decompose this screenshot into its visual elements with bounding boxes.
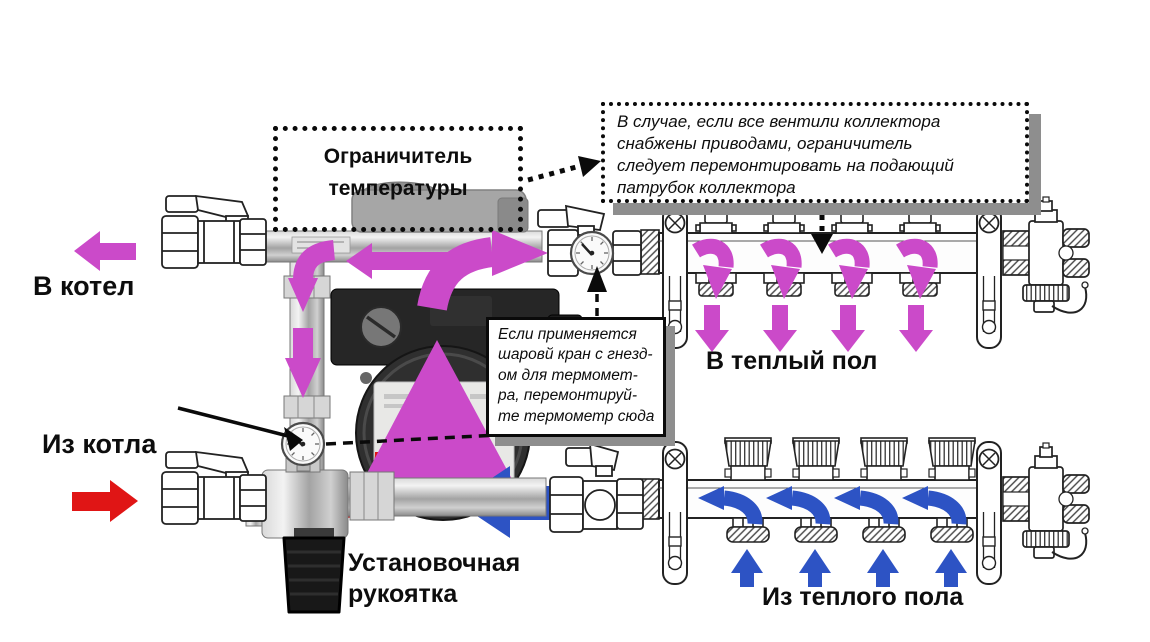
flow-meter-valve bbox=[763, 205, 805, 234]
note-line: шаровй кран с гнезд- bbox=[498, 346, 653, 364]
limiter-line: Ограничитель bbox=[323, 145, 473, 168]
pointer-arrow-thermometer bbox=[177, 406, 289, 438]
drain-vent-valve bbox=[1002, 196, 1090, 314]
return-inlet-ball-valve bbox=[549, 442, 644, 533]
label-from-warm-floor: Из теплого пола bbox=[762, 583, 964, 611]
label-to-boiler: В котел bbox=[33, 271, 135, 301]
note-line: ра, перемонтируй- bbox=[498, 387, 638, 405]
flow-meter-valve bbox=[695, 205, 737, 234]
callout-connectors bbox=[177, 156, 833, 451]
label-from-boiler: Из котла bbox=[42, 429, 157, 459]
label-setting-handle: Установочная рукоятка bbox=[348, 549, 521, 609]
mixing-valve-body bbox=[261, 469, 349, 539]
collector-note-callout: В случае, если все вентили коллектора сн… bbox=[601, 102, 1029, 203]
ball-valve-to-boiler bbox=[161, 195, 267, 269]
note-line: ом для термомет- bbox=[498, 366, 638, 384]
supply-flow-arrows bbox=[285, 230, 548, 398]
temperature-limiter-callout: Ограничитель температуры bbox=[273, 126, 523, 232]
dashed-connector-thermometer-note bbox=[325, 433, 499, 446]
thermometer-note-callout: Если применяется шаровй кран с гнезд- ом… bbox=[486, 317, 666, 438]
limiter-line: температуры bbox=[328, 176, 468, 200]
ball-valve-from-boiler bbox=[161, 451, 267, 525]
union-nut bbox=[349, 471, 395, 521]
thermometer bbox=[569, 230, 615, 276]
note-line: патрубок коллектора bbox=[617, 178, 796, 198]
mixed-flow-up-arrow bbox=[356, 340, 520, 494]
note-line: Если применяется bbox=[498, 326, 637, 343]
mounting-bracket bbox=[662, 441, 688, 585]
label-to-warm-floor: В теплый пол bbox=[706, 347, 878, 375]
mounting-bracket bbox=[976, 441, 1002, 585]
mounting-bracket bbox=[976, 205, 1002, 349]
mounting-bracket bbox=[662, 205, 688, 349]
note-line: следует перемонтировать на подающий bbox=[617, 156, 954, 176]
union-nut bbox=[283, 395, 331, 419]
note-line: снабжены приводами, ограничитель bbox=[617, 134, 913, 154]
drain-vent-valve bbox=[1002, 442, 1090, 560]
to-boiler-arrow bbox=[74, 231, 136, 271]
flow-meter-valve bbox=[899, 205, 941, 234]
inlet-valve-with-thermometer bbox=[537, 204, 642, 277]
thermostatic-valve-cap bbox=[724, 437, 772, 481]
note-line: В случае, если все вентили коллектора bbox=[617, 112, 941, 131]
note-line: те термометр сюда bbox=[498, 407, 655, 425]
thermostatic-valve-cap bbox=[860, 437, 908, 481]
dotted-connector-limiter-note bbox=[527, 163, 581, 183]
flow-meter-valve bbox=[831, 205, 873, 234]
thermostatic-valve-cap bbox=[792, 437, 840, 481]
from-boiler-arrow bbox=[72, 480, 138, 522]
setting-handle bbox=[282, 528, 346, 614]
thermostatic-valve-cap bbox=[928, 437, 976, 481]
